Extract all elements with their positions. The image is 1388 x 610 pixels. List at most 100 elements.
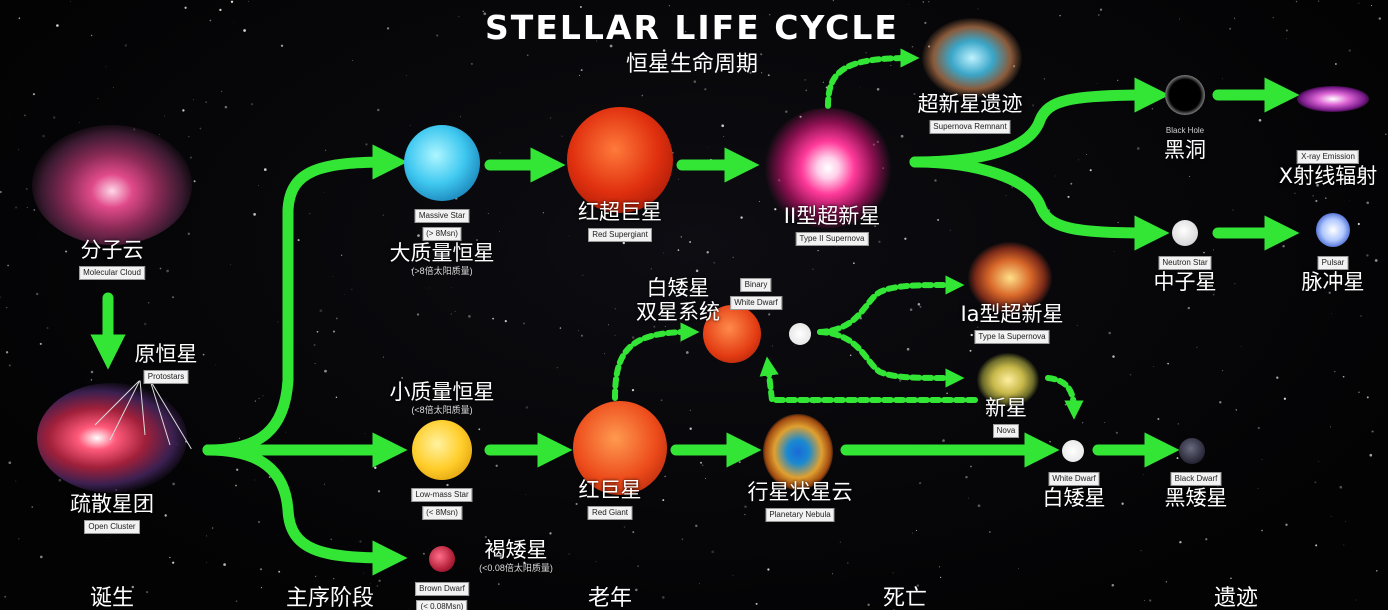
arrow-to-browndwarf [202,444,408,576]
background-star [1212,293,1215,296]
stage-label-birth: 诞生 [89,586,135,610]
background-star [1152,366,1154,367]
background-star [8,364,11,367]
background-star [192,99,194,101]
background-star [340,254,343,256]
node-brown-dwarf: 褐矮星 (<0.08倍太阳质量) [479,538,553,573]
background-star [215,364,217,366]
background-star [916,584,920,587]
background-star [575,502,578,506]
background-star [1067,195,1070,198]
background-star [1234,17,1236,19]
background-star [812,21,815,23]
background-star [874,225,876,227]
background-star [839,541,841,543]
background-star [702,464,704,466]
background-star [342,459,344,461]
background-star [900,134,904,138]
background-star [235,600,238,602]
background-star [1355,599,1357,601]
background-star [689,427,692,430]
background-star [143,322,147,326]
background-star [704,88,707,91]
background-star [258,521,260,523]
protostar-cluster-image [37,383,187,493]
node-pulsar: Pulsar 脉冲星 [1301,256,1365,294]
background-star [145,590,149,594]
background-star [1345,521,1346,522]
background-star [324,149,327,152]
background-star [934,179,937,182]
background-star [680,236,682,238]
background-star [1315,544,1318,547]
node-supernova-remnant: 超新星遗迹 Supernova Remnant [918,92,1023,134]
background-star [65,250,68,253]
background-star [401,377,404,379]
node-protostar: 原恒星 Protostars [135,342,198,384]
background-star [596,40,598,42]
arrow-nova-to-wd [1045,375,1084,420]
background-star [559,327,562,329]
background-star [685,31,687,33]
background-star [689,241,691,243]
background-star [758,201,760,202]
background-star [740,216,743,219]
background-star [1076,325,1078,327]
background-star [263,168,267,171]
arrow-binary-to-1a [817,275,965,335]
background-star [1085,154,1087,155]
background-star [5,351,9,354]
background-star [1144,600,1146,601]
background-star [220,90,223,93]
background-star [147,302,150,304]
background-star [408,608,410,610]
black-dwarf-image [1179,438,1205,464]
background-star [1334,370,1336,373]
node-type2-supernova: II型超新星 Type II Supernova [784,204,880,246]
background-star [4,595,7,598]
background-star [853,262,855,265]
background-star [409,124,411,126]
background-star [749,71,752,74]
background-star [595,561,597,563]
background-star [365,143,368,146]
background-star [898,379,902,383]
background-star [187,232,190,235]
diagram-title-zh: 恒星生命周期 [625,52,759,77]
background-star [700,461,702,464]
background-star [817,249,819,252]
node-xray-emission: X-ray Emission X射线辐射 [1278,150,1378,188]
background-star [495,464,498,467]
background-star [363,572,365,574]
background-star [260,587,262,589]
background-star [693,80,697,83]
background-star [436,34,439,37]
background-star [0,190,2,194]
background-star [939,576,942,579]
background-star [205,101,207,103]
background-star [277,321,279,323]
background-star [460,116,461,118]
node-low-mass-star-en: Low-mass Star (< 8Msn) [411,484,473,520]
background-star [1005,194,1007,196]
background-star [1335,63,1337,65]
background-star [382,214,384,216]
background-star [661,65,665,68]
background-star [189,156,192,159]
background-star [623,526,626,528]
node-brown-dwarf-en: Brown Dwarf (< 0.08Msn) [415,578,469,610]
background-star [258,397,260,399]
background-star [561,135,563,137]
background-star [224,105,228,109]
background-star [695,524,698,528]
background-star [376,585,379,587]
background-star [1078,159,1080,161]
node-binary-white-dwarf-zh: 白矮星 双星系统 [636,276,720,324]
background-star [1205,538,1208,541]
type2-supernova-image [763,108,893,228]
background-star [1111,584,1115,587]
background-star [949,229,951,231]
background-star [450,313,452,315]
background-star [663,252,664,254]
